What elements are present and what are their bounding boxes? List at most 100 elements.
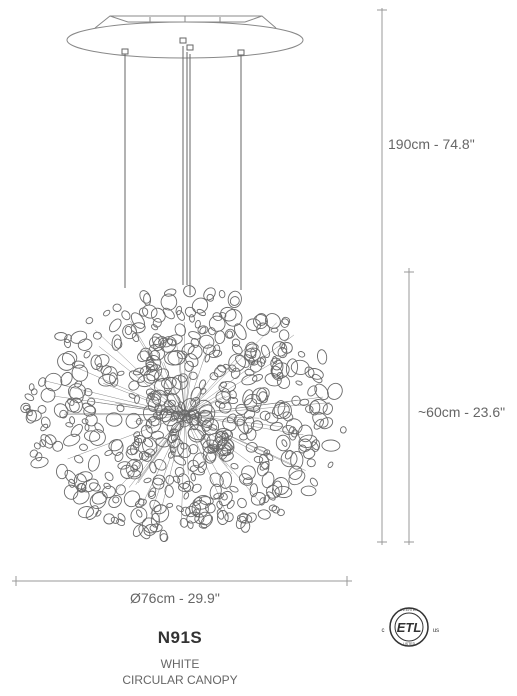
glass-disk (224, 328, 235, 339)
glass-disk (152, 477, 165, 490)
glass-disk (154, 458, 167, 471)
glass-disk (152, 318, 162, 328)
glass-disk (117, 513, 126, 522)
glass-disk (33, 442, 41, 450)
glass-disk (216, 510, 229, 525)
suspension-cables (121, 37, 245, 295)
width-dimension (12, 576, 352, 586)
glass-disk (52, 440, 64, 452)
glass-disk (84, 423, 90, 432)
glass-disk (322, 403, 333, 415)
glass-disk (218, 289, 226, 299)
glass-disk (94, 354, 110, 368)
glass-disk (150, 307, 166, 323)
glass-disk (110, 516, 120, 524)
glass-disk (264, 372, 282, 387)
glass-disk (61, 350, 78, 366)
wire-stem (64, 412, 186, 416)
wire-stem (184, 414, 304, 436)
glass-disk (77, 506, 95, 519)
glass-disk (278, 329, 290, 341)
glass-disk (221, 388, 231, 401)
glass-disk (306, 458, 316, 468)
glass-disk (64, 334, 72, 344)
glass-disk (282, 411, 294, 422)
glass-disk (87, 454, 100, 472)
wire-stem (133, 330, 186, 416)
glass-disk (215, 428, 232, 439)
wire-stem (184, 414, 233, 475)
glass-disk (136, 509, 143, 518)
glass-disk (89, 482, 101, 492)
glass-disk (280, 450, 298, 468)
glass-disk (138, 307, 149, 317)
glass-disk (312, 411, 329, 428)
glass-disk (108, 439, 123, 452)
glass-disk (68, 478, 76, 488)
glass-disk (227, 396, 239, 405)
glass-disk (117, 370, 125, 376)
glass-disk (20, 402, 31, 413)
glass-disk (69, 386, 84, 404)
glass-disk (92, 331, 102, 340)
glass-disk (276, 375, 291, 389)
glass-disk (152, 336, 167, 352)
wire-stem (184, 414, 228, 491)
glass-disk (310, 441, 319, 451)
glass-disk (85, 505, 99, 520)
glass-disk (288, 465, 303, 480)
glass-disk-cluster (20, 285, 347, 543)
width-label: Ø76cm - 29.9" (130, 590, 220, 606)
glass-disk (132, 367, 144, 376)
glass-disk (270, 365, 284, 381)
glass-disk (151, 389, 168, 407)
svg-text:INTERTEK: INTERTEK (400, 608, 418, 612)
glass-disk (189, 501, 201, 516)
wire-stem (184, 334, 295, 416)
glass-disk (269, 422, 283, 431)
wire-stem (184, 396, 324, 416)
glass-disk (209, 483, 222, 500)
glass-disk (327, 382, 343, 400)
glass-disk (233, 323, 247, 340)
glass-disk (190, 472, 196, 482)
glass-disk (149, 523, 163, 533)
glass-disk (214, 330, 226, 345)
glass-disk (259, 356, 267, 364)
wire-stem (98, 346, 186, 416)
glass-disk (198, 404, 216, 423)
glass-disk (152, 474, 166, 486)
glass-disk (241, 465, 256, 481)
glass-disk (190, 337, 200, 348)
glass-disk (124, 325, 133, 336)
glass-disk (205, 502, 216, 514)
glass-disk (128, 370, 145, 383)
wire-stem (181, 414, 186, 526)
glass-disk (83, 430, 101, 442)
glass-disk (209, 472, 224, 487)
glass-disk (281, 342, 293, 354)
glass-disk (174, 466, 185, 478)
glass-disk (112, 303, 122, 312)
wire-stem (184, 394, 233, 416)
glass-disk (79, 443, 88, 451)
glass-disk (105, 412, 123, 427)
glass-disk (163, 376, 182, 396)
glass-disk (139, 365, 152, 376)
glass-disk (230, 463, 239, 470)
glass-disk (271, 505, 280, 514)
glass-disk (183, 492, 190, 500)
glass-disk (187, 520, 194, 529)
glass-disk (202, 446, 217, 464)
glass-disk (288, 470, 306, 486)
glass-disk (198, 379, 206, 390)
wire-stem (95, 330, 186, 416)
glass-disk (109, 372, 119, 387)
glass-disk (135, 417, 143, 425)
glass-disk (200, 433, 211, 448)
glass-disk (131, 332, 140, 343)
glass-disk (297, 351, 306, 358)
glass-disk (103, 482, 111, 490)
glass-disk (218, 490, 233, 507)
